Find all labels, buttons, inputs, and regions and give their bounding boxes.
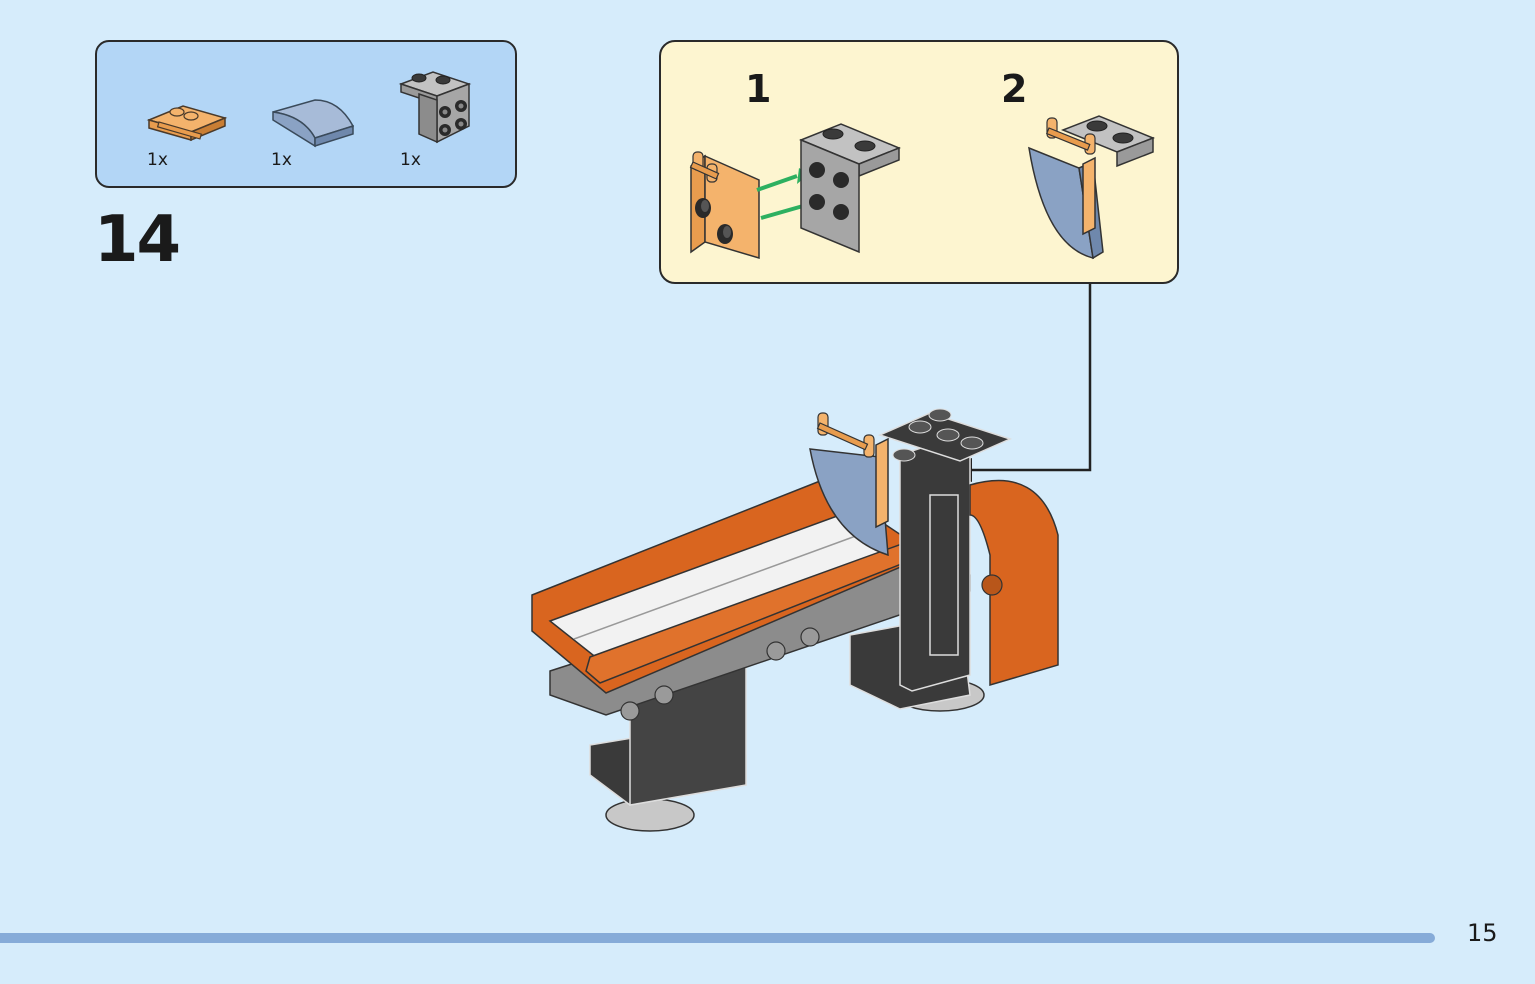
substep-1-illustration bbox=[689, 123, 901, 260]
sand-blue-curved-slope-icon bbox=[272, 99, 355, 148]
part-quantity: 1x bbox=[400, 150, 421, 170]
parts-list-box: 1x 1x 1x bbox=[95, 40, 517, 188]
step-number: 14 bbox=[94, 203, 181, 277]
substep-number: 2 bbox=[1001, 67, 1028, 111]
part-quantity: 1x bbox=[147, 150, 168, 170]
sub-assembly-callout: 1 2 bbox=[659, 40, 1179, 284]
substep-number: 1 bbox=[745, 67, 772, 111]
gray-bracket-icon bbox=[799, 123, 901, 254]
tan-plate-with-handle-icon bbox=[689, 151, 760, 260]
substep-2-illustration bbox=[1028, 115, 1156, 260]
part-quantity: 1x bbox=[271, 150, 292, 170]
progress-bar bbox=[0, 933, 1435, 943]
page-number: 15 bbox=[1467, 919, 1498, 947]
orange-plate-with-handle-icon bbox=[146, 105, 228, 142]
gray-bracket-plate-icon bbox=[398, 71, 472, 144]
model-assembly-illustration bbox=[531, 408, 1059, 832]
